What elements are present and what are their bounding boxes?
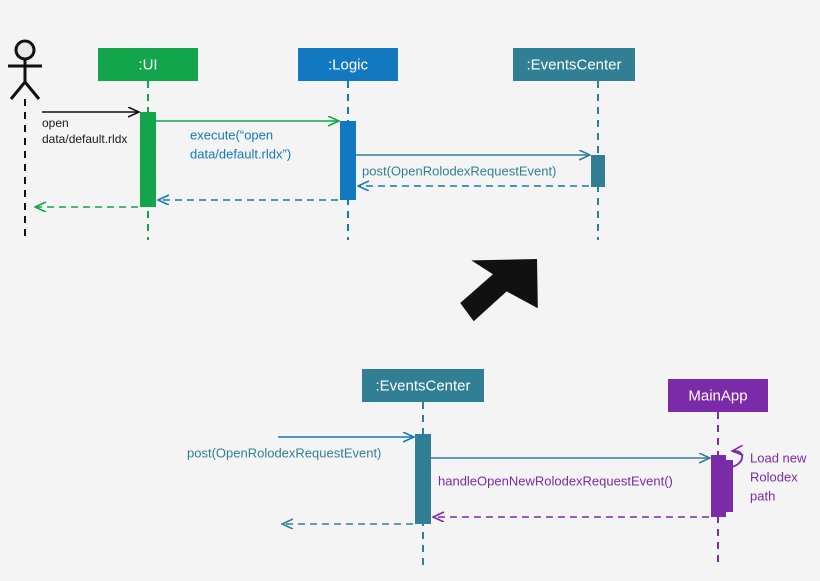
eventscenter-bottom-activation-bar <box>415 434 431 524</box>
message-self-load-label-line1: Load new <box>750 450 807 465</box>
participant-mainapp[interactable]: MainApp <box>668 379 768 566</box>
message-execute-label-line1: execute(“open <box>190 127 273 142</box>
message-post-top-label: post(OpenRolodexRequestEvent) <box>362 163 556 178</box>
message-post-top: post(OpenRolodexRequestEvent) <box>356 155 589 178</box>
message-self-load-arrow <box>726 451 742 469</box>
bottom-diagram: :EventsCenter MainApp post(OpenRolodexRe… <box>187 369 807 566</box>
participant-logic-label: :Logic <box>328 56 369 73</box>
actor-leg-right <box>23 81 41 100</box>
ui-activation-bar <box>140 112 156 207</box>
message-post-bottom-label: post(OpenRolodexRequestEvent) <box>187 445 381 460</box>
top-diagram: :UI :Logic :EventsCenter open data/defau… <box>8 39 635 240</box>
participant-logic-box[interactable] <box>298 48 398 81</box>
participant-eventscenter-bottom-label: :EventsCenter <box>375 377 470 394</box>
mainapp-activation-bar-inner <box>722 460 733 512</box>
participant-mainapp-label: MainApp <box>688 387 747 404</box>
participant-logic[interactable]: :Logic <box>298 48 398 240</box>
eventscenter-activation-bar <box>591 155 605 187</box>
participant-ui-label: :UI <box>138 56 157 73</box>
message-execute-label-line2: data/default.rldx”) <box>190 146 291 161</box>
message-open-label-line1: open <box>42 116 69 130</box>
participant-eventscenter-top[interactable]: :EventsCenter <box>513 48 635 240</box>
message-handle: handleOpenNewRolodexRequestEvent() <box>431 458 709 488</box>
actor-head-icon <box>14 39 36 61</box>
transition-arrow <box>460 259 538 322</box>
participant-eventscenter-label: :EventsCenter <box>526 56 621 73</box>
participant-eventscenter-bottom[interactable]: :EventsCenter <box>362 369 484 566</box>
message-post-bottom: post(OpenRolodexRequestEvent) <box>187 437 413 460</box>
participant-eventscenter-bottom-box[interactable] <box>362 369 484 402</box>
actor-leg-left <box>9 81 27 100</box>
participant-ui-box[interactable] <box>98 48 198 81</box>
message-open: open data/default.rldx <box>42 112 138 146</box>
message-open-label-line2: data/default.rldx <box>42 132 127 146</box>
message-self-load: Load new Rolodex path <box>726 450 807 503</box>
down-left-arrow-icon <box>460 259 538 322</box>
participant-eventscenter-box[interactable] <box>513 48 635 81</box>
participant-ui[interactable]: :UI <box>98 48 198 240</box>
message-handle-label: handleOpenNewRolodexRequestEvent() <box>438 473 673 488</box>
message-self-load-label-line2: Rolodex <box>750 469 798 484</box>
message-execute: execute(“open data/default.rldx”) <box>156 121 338 161</box>
participant-actor[interactable] <box>8 39 42 240</box>
message-self-load-label-line3: path <box>750 488 775 503</box>
participant-mainapp-box[interactable] <box>668 379 768 412</box>
logic-activation-bar <box>340 121 356 200</box>
